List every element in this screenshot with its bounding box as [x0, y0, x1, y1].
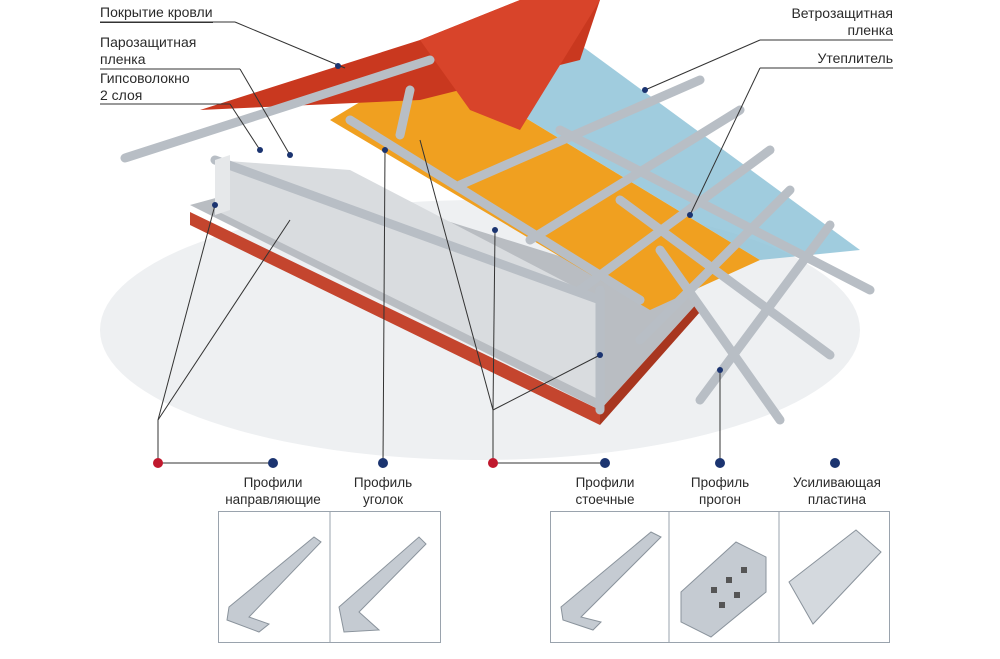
insulation-layer [330, 60, 760, 310]
line2: стоечные [575, 492, 635, 507]
line1: Профили [243, 475, 303, 490]
gypsum-panel [215, 155, 230, 215]
reinforcing-plate-image [788, 529, 882, 625]
label-roof-covering: Покрытие кровли [100, 4, 213, 23]
profile-label-stud: Профили стоечные [540, 474, 670, 508]
line2: пластина [807, 492, 867, 507]
line1: Профиль [690, 475, 750, 490]
label-gypsum-fiber: Гипсоволокно [100, 70, 190, 86]
label-insulation: Утеплитель [817, 50, 893, 66]
profile-label-angle: Профиль уголок [318, 474, 448, 508]
blue-dot [830, 458, 840, 468]
label-vapor-barrier-2: пленка [100, 51, 146, 67]
callout-dots [153, 63, 840, 468]
profile-label-guide: Профили направляющие [208, 474, 338, 508]
blue-dot [268, 458, 278, 468]
line2: прогон [699, 492, 741, 507]
steel-profiles [120, 55, 875, 425]
line2: направляющие [225, 492, 321, 507]
profile-label-purlin: Профиль прогон [655, 474, 785, 508]
roof-tiles-top [420, 0, 600, 130]
profile-images-right [560, 512, 882, 642]
blue-dot [715, 458, 725, 468]
angle-profile-image [338, 536, 427, 633]
label-wind-barrier-2: пленка [847, 22, 894, 38]
label-wind-barrier: Ветрозащитная [791, 5, 893, 21]
guide-profile-image [226, 536, 322, 633]
profile-box-right [550, 511, 890, 643]
brick-wall-side [600, 300, 700, 425]
label-gypsum-fiber-2: 2 слоя [100, 87, 143, 103]
leader-lines [100, 21, 893, 464]
profile-label-plate: Усиливающая пластина [772, 474, 902, 508]
brick-wall-front [190, 212, 600, 425]
stud-profile-image [560, 531, 662, 631]
red-dot [153, 458, 163, 468]
line1: Профили [575, 475, 635, 490]
profile-box-left [218, 511, 441, 643]
blue-dot [378, 458, 388, 468]
red-dot [488, 458, 498, 468]
label-vapor-barrier: Парозащитная [100, 34, 197, 50]
line1: Профиль [353, 475, 413, 490]
gable-wall [215, 160, 600, 400]
blue-dot [600, 458, 610, 468]
line2: уголок [362, 492, 404, 507]
line1: Усиливающая [793, 475, 881, 490]
profile-images-left [226, 512, 427, 642]
purlin-profile-image [680, 541, 767, 638]
